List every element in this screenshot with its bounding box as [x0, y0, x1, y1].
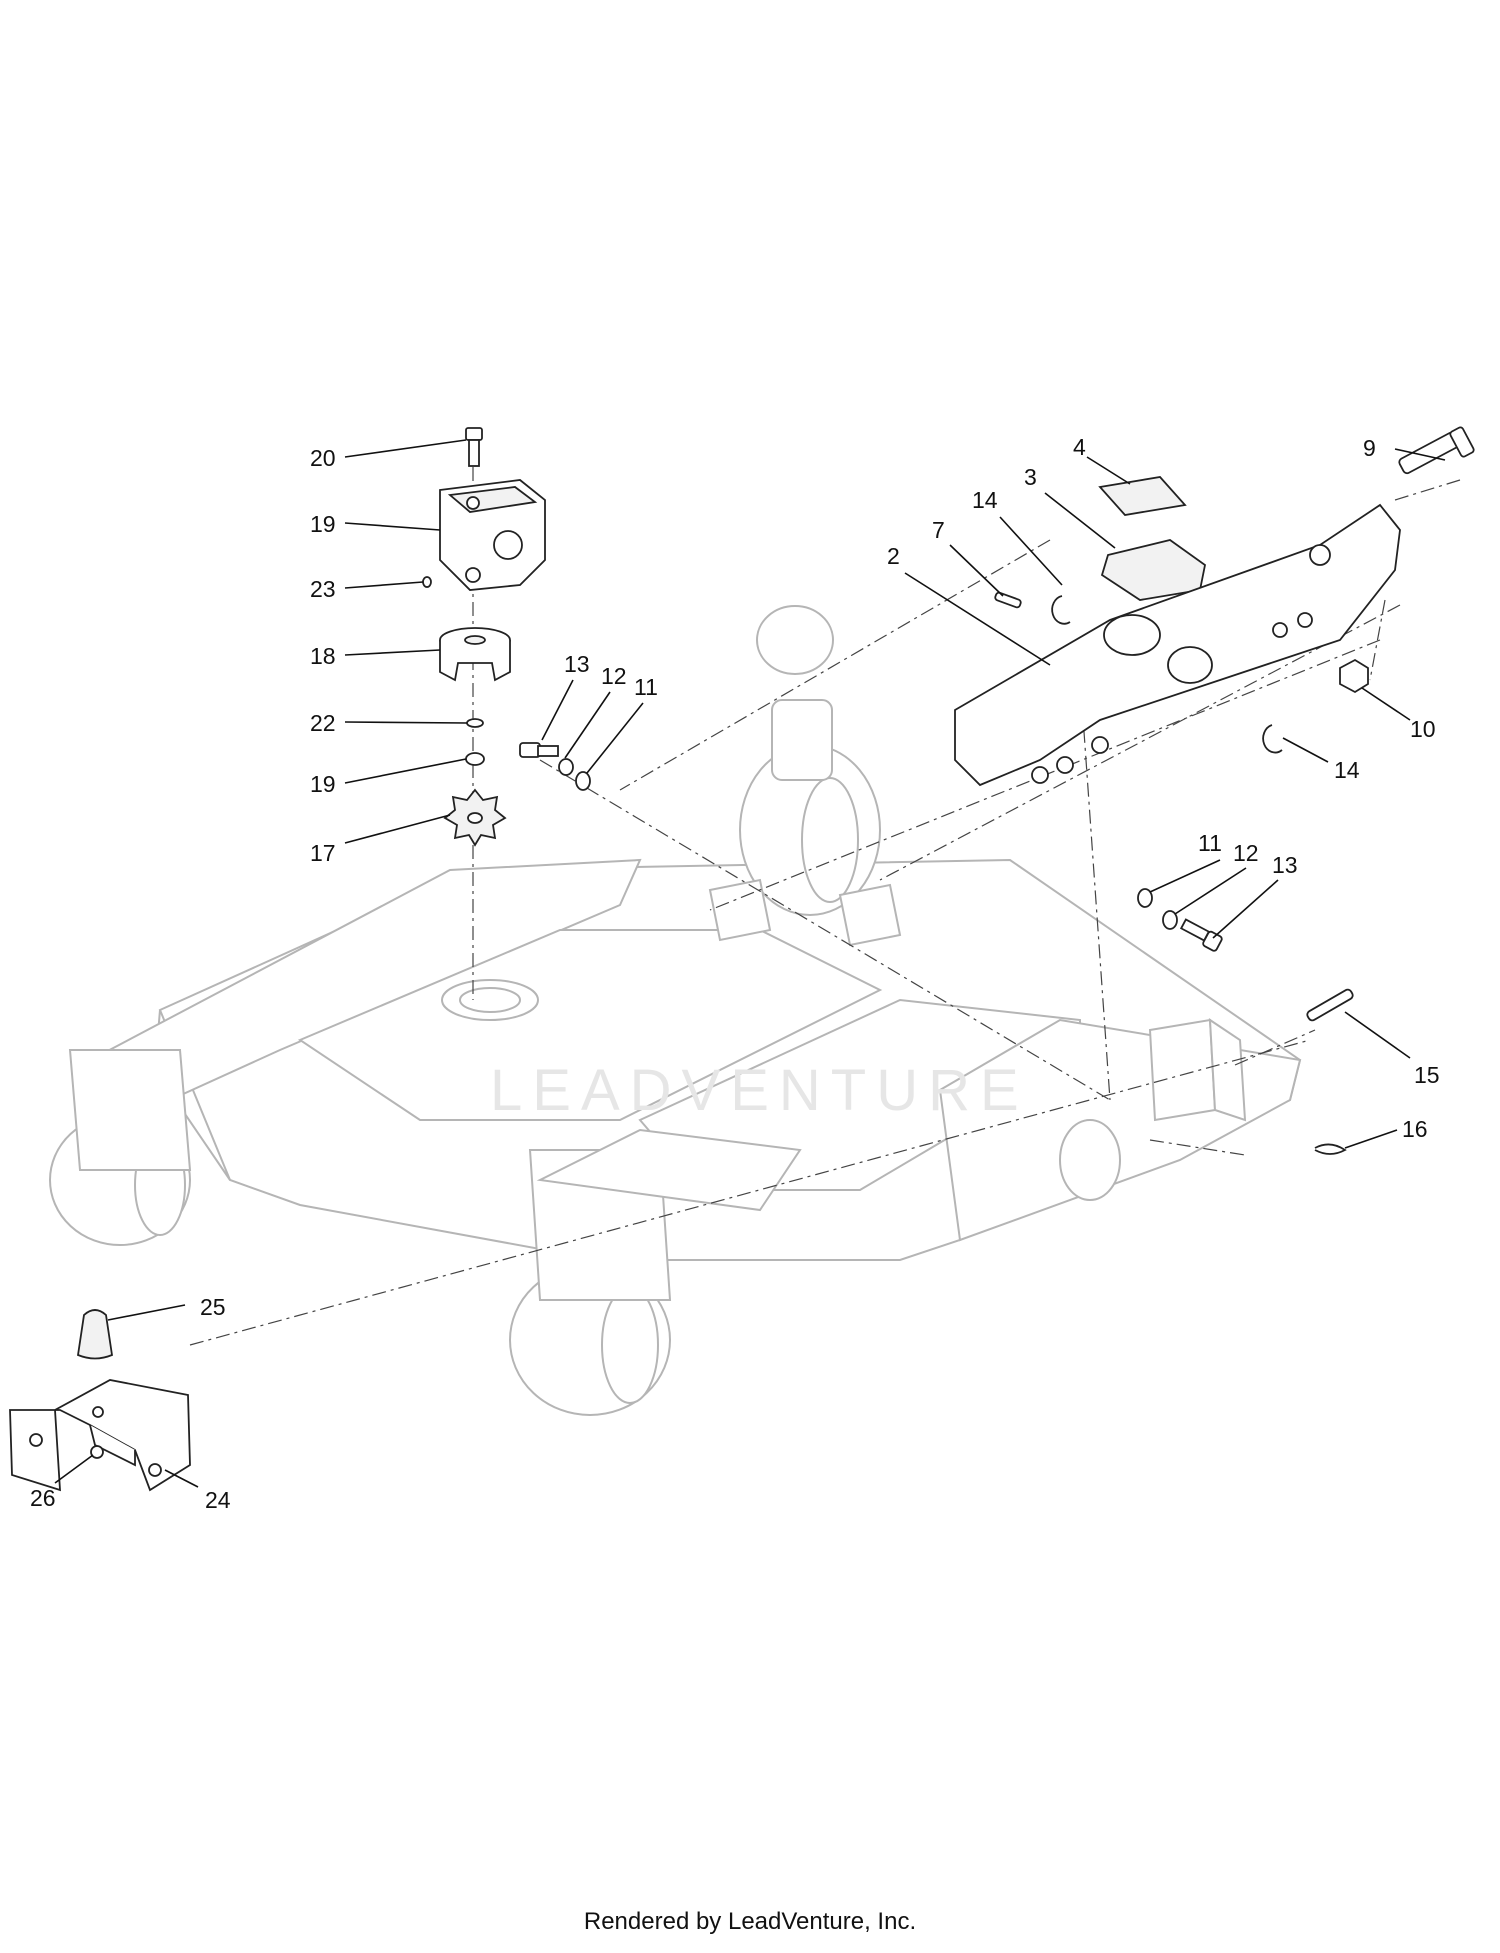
callout-23: 23 — [310, 576, 336, 602]
part-23-key — [422, 576, 432, 588]
part-19-gearbox — [439, 479, 546, 591]
part-13-12-11-upper — [519, 742, 591, 791]
callout-19-lower: 19 — [310, 771, 336, 797]
part-15-pin — [1306, 988, 1354, 1022]
part-25-bumper — [77, 1309, 113, 1360]
footer-credit: Rendered by LeadVenture, Inc. — [583, 1908, 917, 1935]
callout-12-upper: 12 — [601, 663, 627, 689]
part-2-pivot-arm — [954, 503, 1401, 787]
callout-labels: 20 19 23 18 22 19 17 13 12 11 4 3 14 7 2… — [30, 434, 1440, 1513]
mower-deck — [49, 605, 1302, 1416]
callout-10: 10 — [1410, 716, 1436, 742]
part-22-snap-ring — [466, 718, 484, 728]
callout-25: 25 — [200, 1294, 226, 1320]
callout-14-upper: 14 — [972, 487, 998, 513]
callout-7: 7 — [932, 517, 945, 543]
callout-17: 17 — [310, 840, 336, 866]
leader-lines — [54, 439, 1446, 1488]
callout-12-lower: 12 — [1233, 840, 1259, 866]
callout-24: 24 — [205, 1487, 231, 1513]
part-10-nut — [1339, 658, 1369, 694]
part-14-clip-upper — [1051, 595, 1071, 625]
callout-13-lower: 13 — [1272, 852, 1298, 878]
callout-13-upper: 13 — [564, 651, 590, 677]
part-17-spider — [443, 788, 507, 847]
part-11-12-13-lower — [1137, 888, 1223, 952]
callout-14-lower: 14 — [1334, 757, 1360, 783]
part-7-pin — [994, 591, 1022, 609]
part-14-clip-lower — [1262, 724, 1283, 754]
watermark-text: LEADVENTURE — [490, 1058, 1029, 1123]
part-9-bolt — [1398, 426, 1475, 475]
part-20-bolt — [465, 427, 483, 467]
part-4-pad — [1098, 476, 1187, 516]
part-19-nut — [465, 752, 485, 766]
callout-18: 18 — [310, 643, 336, 669]
part-16-hairpin — [1314, 1143, 1347, 1155]
callout-9: 9 — [1363, 435, 1376, 461]
part-18-coupler — [439, 627, 511, 682]
callout-11-upper: 11 — [634, 674, 658, 700]
callout-26: 26 — [30, 1485, 56, 1511]
part-26-nut — [90, 1445, 104, 1459]
callout-11-lower: 11 — [1198, 830, 1222, 856]
callout-20: 20 — [310, 445, 336, 471]
callout-2: 2 — [887, 543, 900, 569]
callout-3: 3 — [1024, 464, 1037, 490]
callout-4: 4 — [1073, 434, 1086, 460]
callout-15: 15 — [1414, 1062, 1440, 1088]
callout-22: 22 — [310, 710, 336, 736]
callout-19-upper: 19 — [310, 511, 336, 537]
part-24-bracket — [9, 1379, 191, 1492]
callout-16: 16 — [1402, 1116, 1428, 1142]
